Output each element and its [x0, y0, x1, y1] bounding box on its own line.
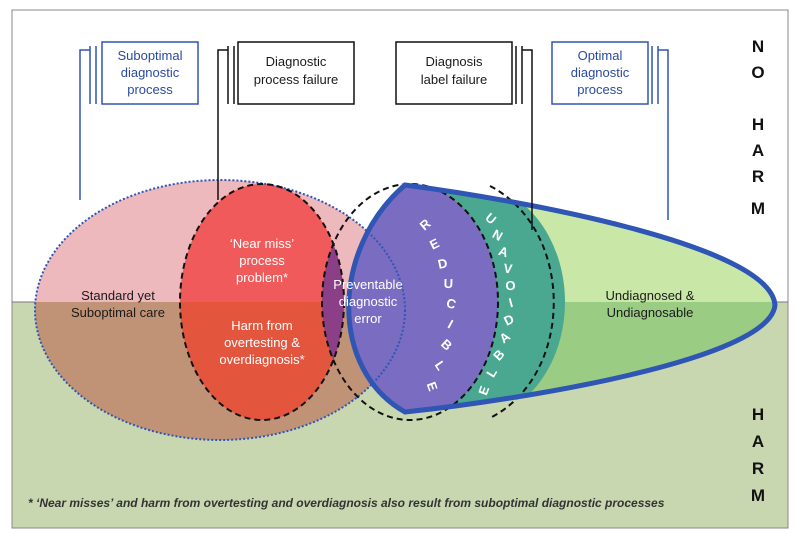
optimal-process-box: Optimal diagnostic process: [551, 41, 649, 105]
harm-letter: H: [752, 405, 764, 424]
bracket-lines: [79, 46, 669, 230]
unavoidable-letter: O: [505, 278, 516, 294]
no-harm-letter: R: [752, 167, 764, 186]
harm-letter: A: [752, 432, 764, 451]
near-miss-line-3: problem*: [236, 270, 288, 285]
harm-letter: R: [752, 459, 764, 478]
standard-care-line-1: Standard yet: [81, 288, 155, 303]
process-failure-outline: [179, 183, 345, 421]
label-failure-outline: [321, 183, 499, 421]
process-failure-line-2: process failure: [254, 72, 339, 87]
preventable-line-1: Preventable: [333, 277, 402, 292]
suboptimal-process-box: Suboptimal diagnostic process: [101, 41, 199, 105]
undiagnosed-line-2: Undiagnosable: [607, 305, 694, 320]
harm-overtesting-line-1: Harm from: [231, 318, 292, 333]
harm-overtesting-line-2: overtesting &: [224, 335, 300, 350]
harm-letter: M: [751, 486, 765, 505]
optimal-line-2: diagnostic: [571, 65, 630, 80]
suboptimal-line-1: Suboptimal: [117, 48, 182, 63]
preventable-label: Preventable diagnostic error: [333, 277, 402, 326]
standard-care-label: Standard yet Suboptimal care: [71, 288, 165, 320]
optimal-line-3: process: [577, 82, 623, 97]
standard-care-line-2: Suboptimal care: [71, 305, 165, 320]
no-harm-letter: O: [751, 63, 764, 82]
near-miss-line-1: ‘Near miss’: [230, 236, 294, 251]
no-harm-letter: M: [751, 199, 765, 218]
suboptimal-care-outline: [34, 179, 406, 441]
reducible-letter: U: [444, 276, 454, 291]
undiagnosed-label: Undiagnosed & Undiagnosable: [606, 288, 695, 320]
harm-overtesting-line-3: overdiagnosis*: [219, 352, 304, 367]
process-failure-box: Diagnostic process failure: [237, 41, 355, 105]
suboptimal-line-2: diagnostic: [121, 65, 180, 80]
near-miss-line-2: process: [239, 253, 285, 268]
reducible-letter: C: [445, 295, 459, 312]
label-failure-line-1: Diagnosis: [425, 54, 483, 69]
unavoidable-letter: V: [503, 261, 514, 277]
process-failure-harm-part: [180, 302, 344, 420]
no-harm-letter: A: [752, 141, 764, 160]
footnote: * ‘Near misses’ and harm from overtestin…: [28, 496, 665, 510]
optimal-process-outline: [346, 182, 778, 415]
harm-overtesting-label: Harm from overtesting & overdiagnosis*: [219, 318, 304, 367]
label-failure-line-2: label failure: [421, 72, 488, 87]
label-failure-box: Diagnosis label failure: [395, 41, 513, 105]
no-harm-letter: N: [752, 37, 764, 56]
reducible-region: [348, 185, 498, 412]
preventable-line-3: error: [354, 311, 382, 326]
process-failure-line-1: Diagnostic: [266, 54, 327, 69]
reducible-letter: D: [436, 255, 448, 272]
near-miss-label: ‘Near miss’ process problem*: [230, 236, 294, 285]
no-harm-letter: H: [752, 115, 764, 134]
unavoidable-letter: I: [507, 295, 514, 310]
suboptimal-line-3: process: [127, 82, 173, 97]
reducible-letter: I: [445, 317, 455, 332]
optimal-line-1: Optimal: [578, 48, 623, 63]
preventable-line-2: diagnostic: [339, 294, 398, 309]
undiagnosed-line-1: Undiagnosed &: [606, 288, 695, 303]
